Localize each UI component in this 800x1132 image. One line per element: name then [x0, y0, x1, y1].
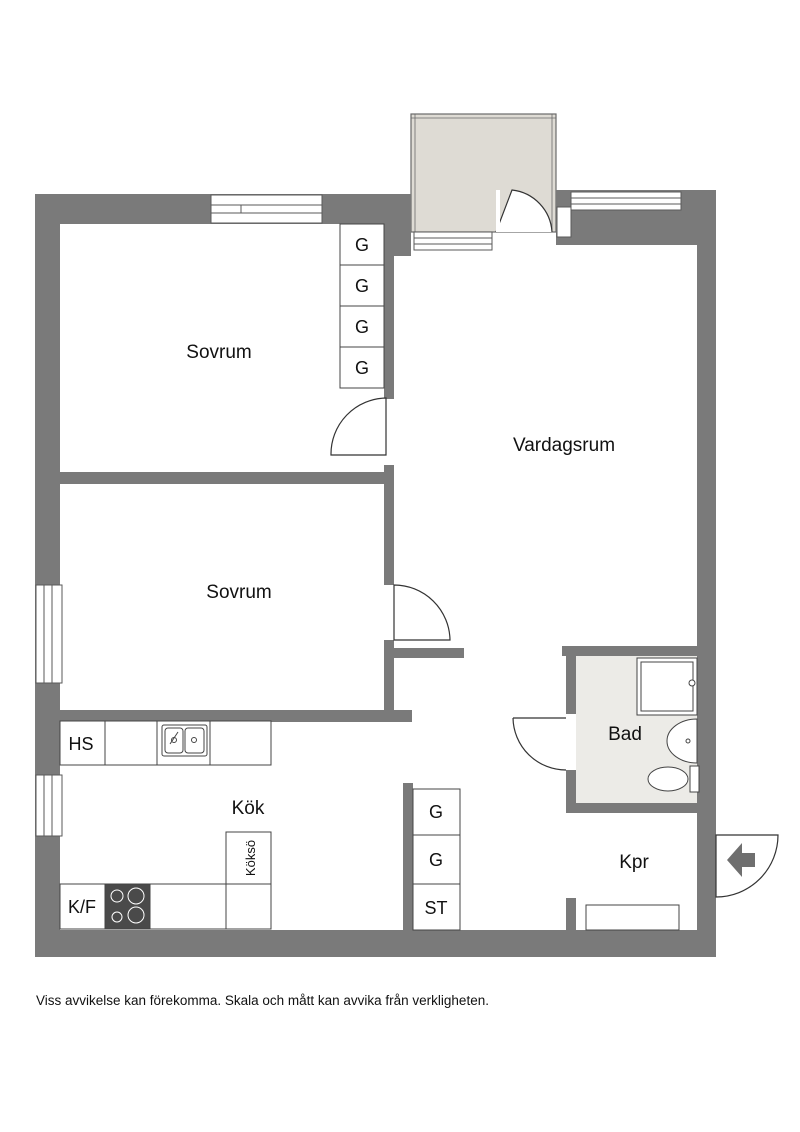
wardrobe-top-label-3: G [355, 317, 369, 337]
windows [35, 191, 682, 837]
room-label-vardagsrum: Vardagsrum [513, 435, 615, 456]
balcony [410, 113, 557, 233]
kf-label: K/F [68, 897, 96, 917]
kitchen-counter-bottom [59, 831, 272, 930]
hall-bench [585, 904, 680, 931]
washbasin-icon [666, 718, 698, 764]
sink-icon [161, 724, 208, 757]
wardrobe-top-label-4: G [355, 358, 369, 378]
kitchen-counter-top [59, 720, 272, 766]
wardrobe-top [339, 223, 385, 389]
hall-storage-label-3: ST [424, 898, 447, 918]
room-label-kpr: Kpr [619, 852, 649, 873]
hall-storage-label-1: G [429, 802, 443, 822]
hs-label: HS [68, 734, 93, 754]
disclaimer-text: Viss avvikelse kan förekomma. Skala och … [36, 993, 489, 1008]
shower-icon [636, 657, 698, 716]
room-label-bad: Bad [608, 724, 642, 745]
toilet-icon [647, 765, 700, 793]
koksö-label: Köksö [243, 840, 258, 876]
entrance-arrow-icon [727, 843, 755, 877]
wardrobe-top-label-2: G [355, 276, 369, 296]
wardrobe-top-label-1: G [355, 235, 369, 255]
room-label-kok: Kök [232, 798, 265, 819]
stove-icon [110, 887, 145, 924]
room-label-sovrum-top: Sovrum [186, 342, 251, 363]
hall-storage-label-2: G [429, 850, 443, 870]
hall-storage [412, 788, 461, 931]
room-label-sovrum-mid: Sovrum [206, 582, 271, 603]
floor-plan: G G G G HS K/F Köksö G G ST [35, 113, 779, 957]
